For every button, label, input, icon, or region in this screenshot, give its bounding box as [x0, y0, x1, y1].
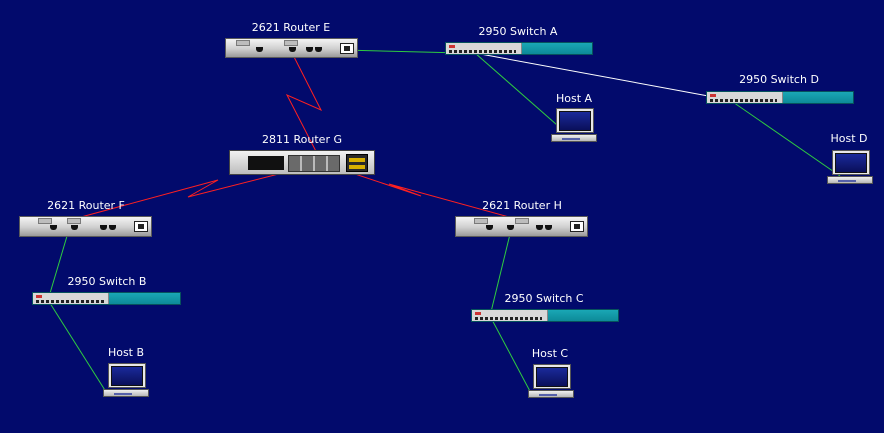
router-g-device[interactable] — [229, 150, 375, 175]
host-b-device[interactable] — [103, 363, 149, 399]
switch-d-led — [710, 94, 716, 97]
router-h-ethernet-port — [570, 221, 584, 232]
host-c-label: Host C — [531, 347, 569, 360]
host-a-screen — [559, 111, 591, 131]
switch-d-ports — [710, 99, 777, 102]
router-g-slots — [346, 154, 368, 172]
link-router-g-router-f[interactable] — [69, 162, 323, 221]
host-d-base — [827, 176, 873, 184]
host-c-screen — [536, 367, 568, 387]
link-router-f-switch-b[interactable] — [47, 225, 71, 301]
router-h-port — [536, 225, 543, 230]
router-f-slot — [67, 218, 81, 224]
router-h-label: 2621 Router H — [482, 199, 562, 212]
switch-c-led — [475, 312, 481, 315]
link-router-e-switch-a[interactable] — [341, 49, 463, 54]
link-router-h-switch-c[interactable] — [489, 225, 513, 317]
switch-c-ports — [475, 317, 542, 320]
switch-c-face — [472, 310, 548, 321]
host-b-base — [103, 389, 149, 397]
router-e-port — [289, 47, 296, 52]
router-f-port — [50, 225, 57, 230]
router-f-device[interactable] — [19, 216, 152, 237]
router-h-slot — [474, 218, 488, 224]
link-switch-b-host-b[interactable] — [47, 299, 109, 396]
router-h-port — [486, 225, 493, 230]
switch-d-device[interactable] — [706, 91, 854, 104]
switch-c-label: 2950 Switch C — [504, 292, 584, 305]
router-e-port — [306, 47, 313, 52]
host-a-base — [551, 134, 597, 142]
router-f-port — [100, 225, 107, 230]
router-f-label: 2621 Router F — [47, 199, 125, 212]
host-d-screen — [835, 153, 867, 173]
link-router-e-router-g[interactable] — [285, 44, 323, 164]
switch-a-led — [449, 45, 455, 48]
link-switch-d-host-d[interactable] — [729, 99, 841, 177]
router-f-port — [71, 225, 78, 230]
router-g-label: 2811 Router G — [262, 133, 342, 146]
switch-a-face — [446, 43, 522, 54]
switch-c-device[interactable] — [471, 309, 619, 322]
switch-d-label: 2950 Switch D — [739, 73, 819, 86]
link-router-g-router-h[interactable] — [321, 162, 521, 221]
switch-a-device[interactable] — [445, 42, 593, 55]
switch-b-ports — [36, 300, 104, 303]
router-h-port — [507, 225, 514, 230]
router-h-port — [545, 225, 552, 230]
router-e-label: 2621 Router E — [251, 21, 331, 34]
switch-d-face — [707, 92, 783, 103]
router-e-ethernet-port — [340, 43, 354, 54]
router-f-ethernet-port — [134, 221, 148, 232]
host-d-label: Host D — [830, 132, 868, 145]
switch-a-label: 2950 Switch A — [478, 25, 558, 38]
link-switch-a-host-a[interactable] — [474, 52, 566, 133]
switch-b-label: 2950 Switch B — [67, 275, 147, 288]
host-d-device[interactable] — [827, 150, 873, 186]
router-f-port — [109, 225, 116, 230]
link-switch-c-host-c[interactable] — [489, 315, 533, 396]
host-b-label: Host B — [107, 346, 145, 359]
router-g-module-grid — [288, 155, 340, 172]
switch-b-led — [36, 295, 42, 298]
host-b-screen — [111, 366, 143, 386]
router-h-device[interactable] — [455, 216, 588, 237]
router-e-port — [315, 47, 322, 52]
router-e-slot — [284, 40, 298, 46]
switch-b-face — [33, 293, 109, 304]
router-f-slot — [38, 218, 52, 224]
switch-a-ports — [449, 50, 516, 53]
host-a-device[interactable] — [551, 108, 597, 144]
host-c-device[interactable] — [528, 364, 574, 400]
host-a-label: Host A — [555, 92, 593, 105]
router-g-front-panel — [248, 156, 284, 170]
router-e-port — [256, 47, 263, 52]
host-c-base — [528, 390, 574, 398]
router-e-device[interactable] — [225, 38, 358, 58]
switch-b-device[interactable] — [32, 292, 181, 305]
router-e-slot — [236, 40, 250, 46]
router-h-slot — [515, 218, 529, 224]
link-switch-a-switch-d[interactable] — [474, 52, 731, 101]
